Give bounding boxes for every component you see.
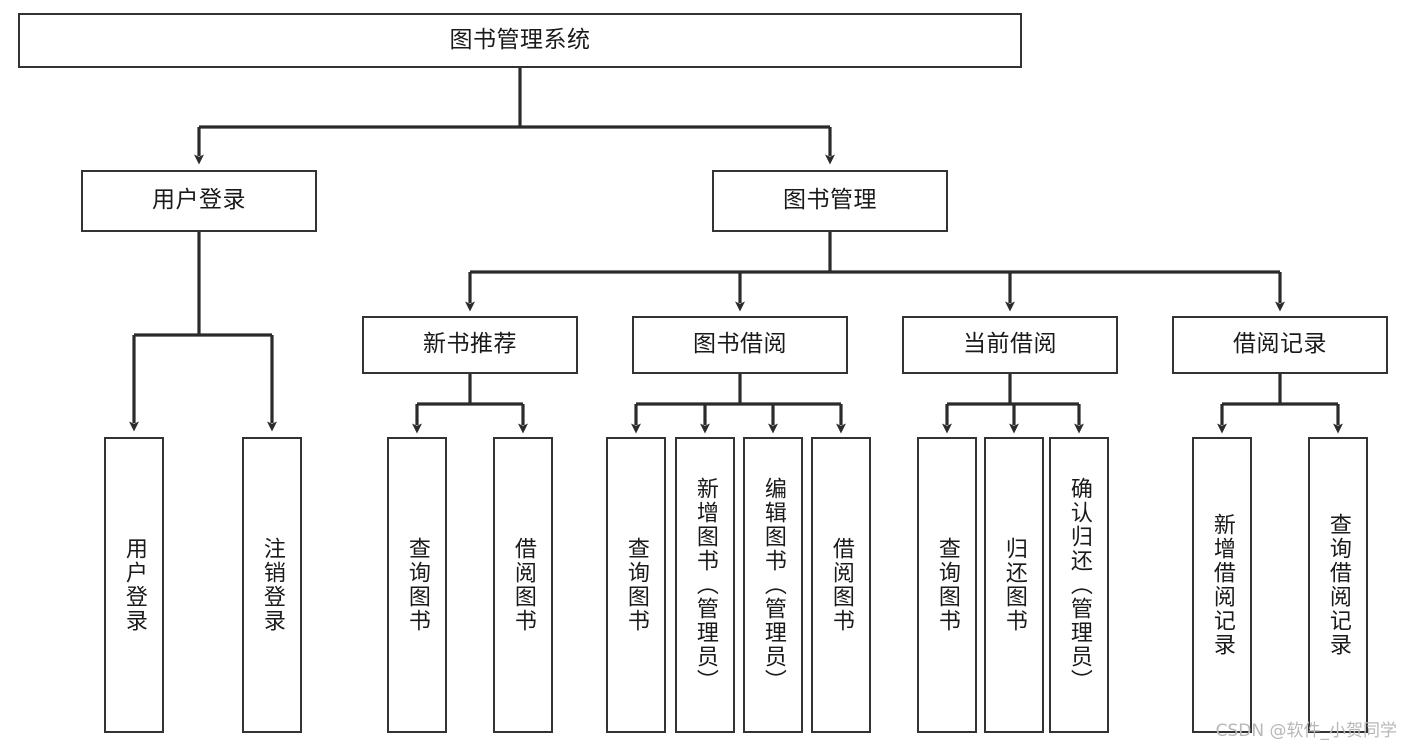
node-label: 当前借阅 xyxy=(963,331,1057,358)
leaf-borrow-book-1[interactable]: 借阅图书 xyxy=(493,437,553,733)
leaf-query-book-1[interactable]: 查询图书 xyxy=(387,437,447,733)
leaf-user-login[interactable]: 用户登录 xyxy=(104,437,164,733)
node-label: 新书推荐 xyxy=(423,331,517,358)
node-label: 用户登录 xyxy=(152,187,246,214)
leaf-return-book[interactable]: 归还图书 xyxy=(984,437,1044,733)
node-borrow-record[interactable]: 借阅记录 xyxy=(1172,316,1388,374)
node-book-manage[interactable]: 图书管理 xyxy=(712,170,948,232)
csdn-watermark: CSDN @软件_小贺同学 xyxy=(1215,721,1397,741)
node-label: 借阅图书 xyxy=(828,537,854,633)
node-current-borrow[interactable]: 当前借阅 xyxy=(902,316,1118,374)
node-label: 确认归还（管理员） xyxy=(1066,477,1092,693)
leaf-confirm-return-admin[interactable]: 确认归还（管理员） xyxy=(1049,437,1109,733)
node-label: 图书管理系统 xyxy=(449,26,591,53)
node-label: 图书借阅 xyxy=(693,331,787,358)
node-label: 新增图书（管理员） xyxy=(692,477,718,693)
node-label: 编辑图书（管理员） xyxy=(760,477,786,693)
leaf-query-borrow-record[interactable]: 查询借阅记录 xyxy=(1308,437,1368,733)
node-label: 注销登录 xyxy=(259,537,285,633)
node-label: 新增借阅记录 xyxy=(1209,513,1235,657)
leaf-query-book-2[interactable]: 查询图书 xyxy=(606,437,666,733)
node-label: 借阅记录 xyxy=(1233,331,1327,358)
node-label: 查询图书 xyxy=(404,537,430,633)
node-label: 图书管理 xyxy=(783,187,877,214)
leaf-edit-book-admin[interactable]: 编辑图书（管理员） xyxy=(743,437,803,733)
leaf-borrow-book-2[interactable]: 借阅图书 xyxy=(811,437,871,733)
node-new-book-recommend[interactable]: 新书推荐 xyxy=(362,316,578,374)
leaf-query-book-3[interactable]: 查询图书 xyxy=(917,437,977,733)
leaf-add-borrow-record[interactable]: 新增借阅记录 xyxy=(1192,437,1252,733)
leaf-add-book-admin[interactable]: 新增图书（管理员） xyxy=(675,437,735,733)
node-root-book-management-system[interactable]: 图书管理系统 xyxy=(18,13,1022,68)
node-label: 查询图书 xyxy=(934,537,960,633)
leaf-logout-login[interactable]: 注销登录 xyxy=(242,437,302,733)
node-book-borrow[interactable]: 图书借阅 xyxy=(632,316,848,374)
node-label: 用户登录 xyxy=(121,537,147,633)
node-label: 查询图书 xyxy=(623,537,649,633)
node-label: 归还图书 xyxy=(1001,537,1027,633)
node-label: 借阅图书 xyxy=(510,537,536,633)
node-user-login[interactable]: 用户登录 xyxy=(81,170,317,232)
node-label: 查询借阅记录 xyxy=(1325,513,1351,657)
